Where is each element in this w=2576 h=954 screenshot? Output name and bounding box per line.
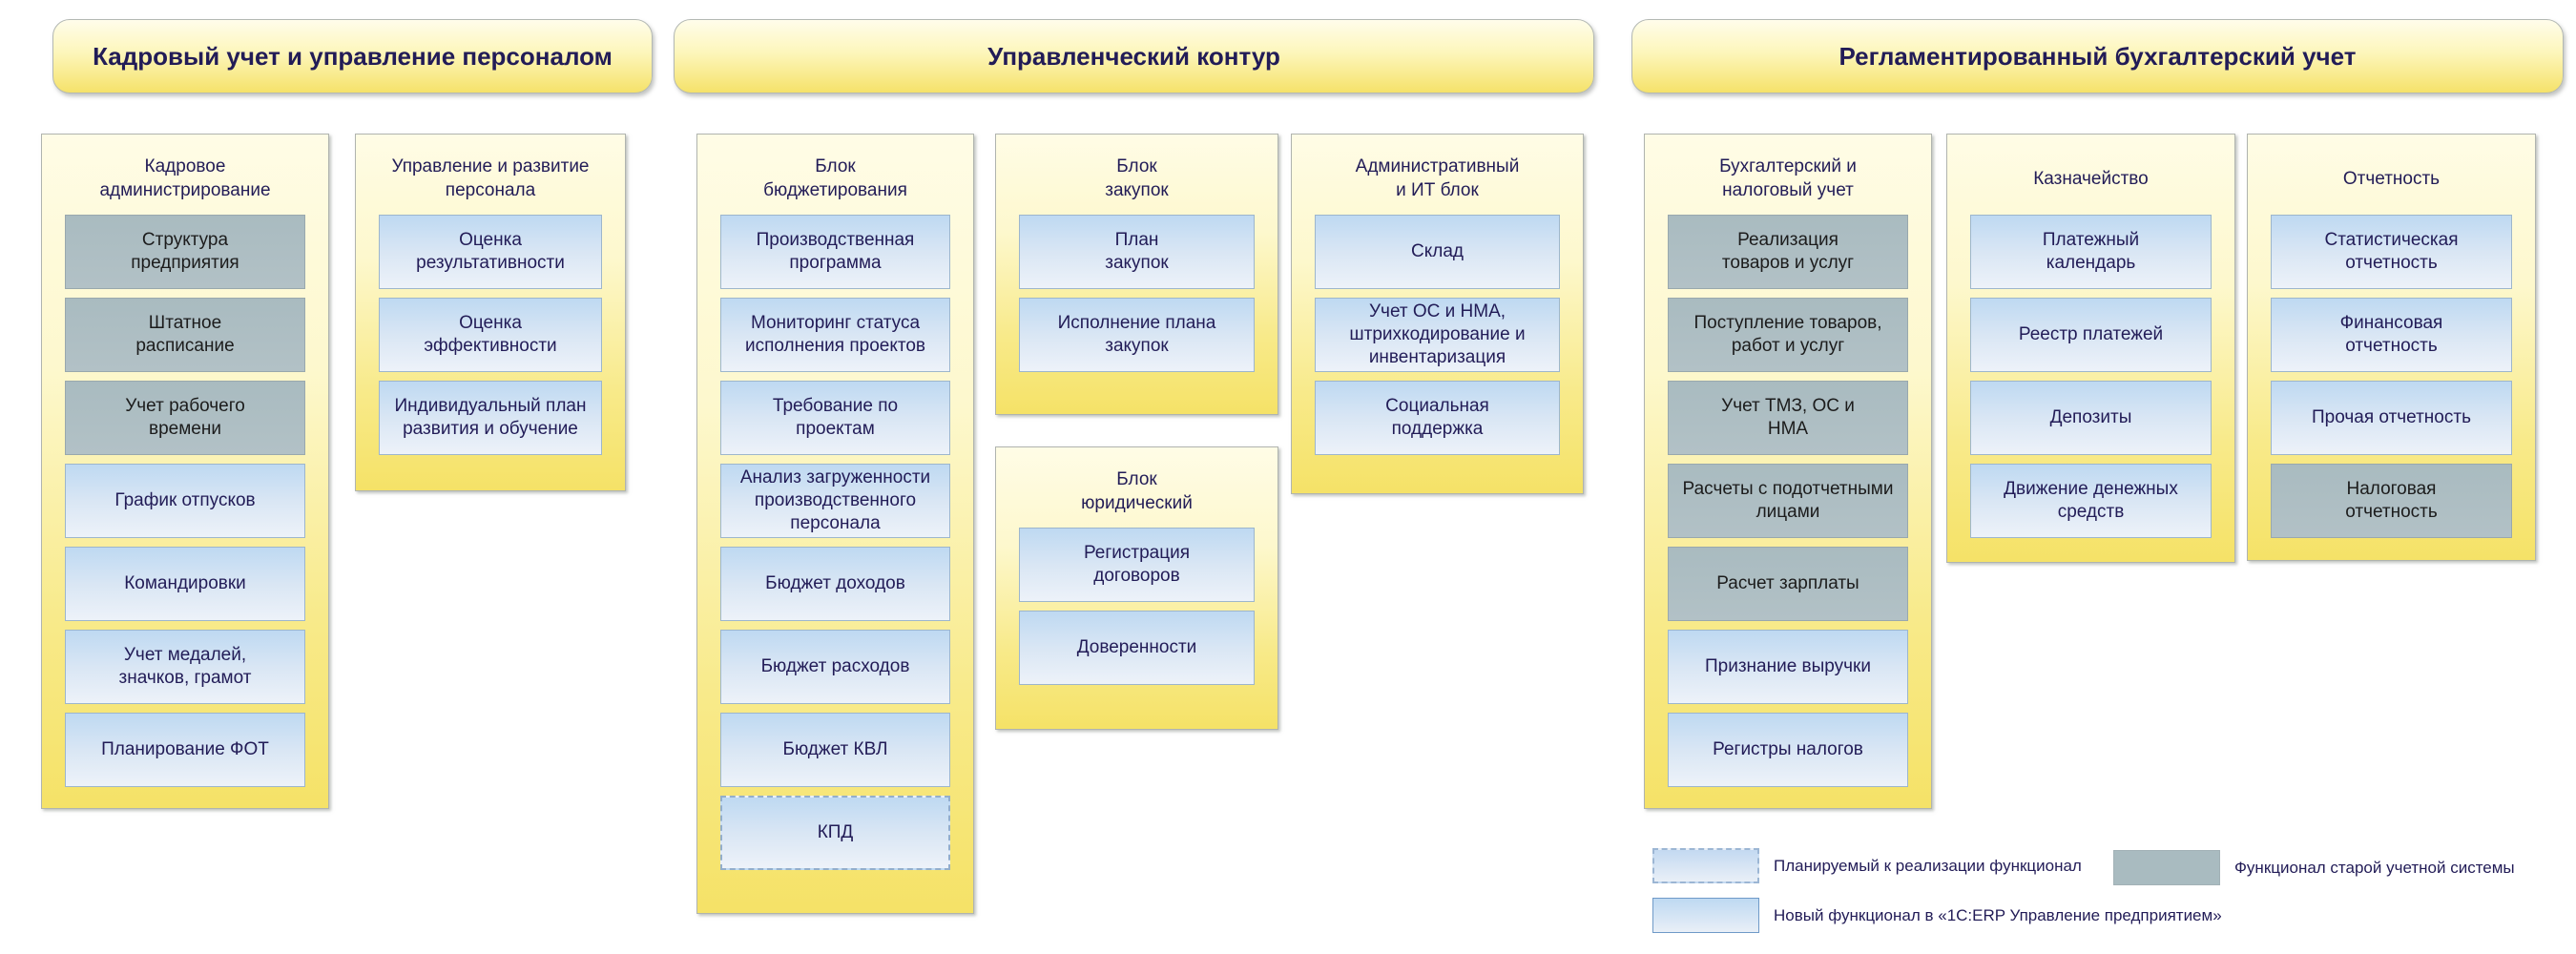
legend-swatch-planned [1652,848,1759,883]
legend-item-new: Новый функционал в «1С:ERP Управление пр… [1652,898,2222,933]
diagram-box-old: Учет ТМЗ, ОС и НМА [1668,381,1908,455]
diagram-box-new: Индивидуальный план развития и обучение [379,381,602,455]
diagram-box-new: Признание выручки [1668,630,1908,704]
diagram-box-new: Движение денежных средств [1970,464,2212,538]
panel-title: Управление и развитие персонала [391,156,590,200]
diagram-box-new: Регистрация договоров [1019,528,1255,602]
diagram-box-new: Мониторинг статуса исполнения проектов [720,298,950,372]
diagram-box-new: Требование по проектам [720,381,950,455]
diagram-box-new: Анализ загруженности производственного п… [720,464,950,538]
legend-item-old: Функционал старой учетной системы [2113,850,2515,885]
diagram-box-new: Бюджет КВЛ [720,713,950,787]
diagram-box-new: Регистры налогов [1668,713,1908,787]
legend-swatch-new [1652,898,1759,933]
panel-title: Блок закупок [1105,156,1169,200]
panel-hr-development: Управление и развитие персонала Оценка р… [355,134,626,491]
diagram-box-new: План закупок [1019,215,1255,289]
diagram-box-old: Структура предприятия [65,215,305,289]
diagram-box-old: Поступление товаров, работ и услуг [1668,298,1908,372]
diagram-box-new: Исполнение плана закупок [1019,298,1255,372]
diagram-box-old: Реализация товаров и услуг [1668,215,1908,289]
diagram-box-old: Налоговая отчетность [2271,464,2512,538]
diagram-box-new: График отпусков [65,464,305,538]
diagram-box-old: Расчеты с подотчетными лицами [1668,464,1908,538]
diagram-box-new: Доверенности [1019,611,1255,685]
diagram-box-old: Учет рабочего времени [65,381,305,455]
diagram-box-new: Финансовая отчетность [2271,298,2512,372]
diagram-box-new: Реестр платежей [1970,298,2212,372]
diagram-box-new: Оценка эффективности [379,298,602,372]
diagram-box-new: Командировки [65,547,305,621]
diagram-box-old: Расчет зарплаты [1668,547,1908,621]
panel-title: Бухгалтерский и налоговый учет [1719,156,1857,200]
diagram-box-new: Оценка результативности [379,215,602,289]
diagram-box-new: Производственная программа [720,215,950,289]
legend-label-planned: Планируемый к реализации функционал [1774,856,2082,875]
diagram-box-new: Платежный календарь [1970,215,2212,289]
section-header-accounting: Регламентированный бухгалтерский учет [1631,19,2564,93]
diagram-box-old: Штатное расписание [65,298,305,372]
diagram-box-new: Склад [1315,215,1560,289]
panel-title: Отчетность [2342,168,2441,189]
legend-label-new: Новый функционал в «1С:ERP Управление пр… [1774,905,2222,924]
legend-item-planned: Планируемый к реализации функционал [1652,848,2082,883]
panel-budgeting: Блок бюджетирования Производственная про… [696,134,974,914]
panel-title: Административный и ИТ блок [1355,156,1520,200]
diagram-box-new: Социальная поддержка [1315,381,1560,455]
diagram-box-new: Статистическая отчетность [2271,215,2512,289]
diagram-box-new: Прочая отчетность [2271,381,2512,455]
panel-title: Казначейство [2033,168,2149,189]
section-header-management: Управленческий контур [674,19,1594,93]
diagram-box-new: Депозиты [1970,381,2212,455]
panel-accounting-tax: Бухгалтерский и налоговый учет Реализаци… [1644,134,1932,809]
diagram-box-new: Бюджет расходов [720,630,950,704]
diagram-box-new: Бюджет доходов [720,547,950,621]
section-header-hr: Кадровый учет и управление персоналом [52,19,653,93]
legend-swatch-old [2113,850,2220,885]
panel-hr-administration: Кадровое администрирование Структура пре… [41,134,329,809]
panel-title: Блок бюджетирования [763,156,907,200]
panel-title: Блок юридический [1081,469,1193,513]
legend-label-old: Функционал старой учетной системы [2234,858,2515,877]
diagram-box-new: Учет медалей, значков, грамот [65,630,305,704]
diagram-box-planned: КПД [720,796,950,870]
diagram-box-new: Учет ОС и НМА, штрихкодирование и инвент… [1315,298,1560,372]
diagram-box-new: Планирование ФОТ [65,713,305,787]
panel-title: Кадровое администрирование [99,156,271,200]
